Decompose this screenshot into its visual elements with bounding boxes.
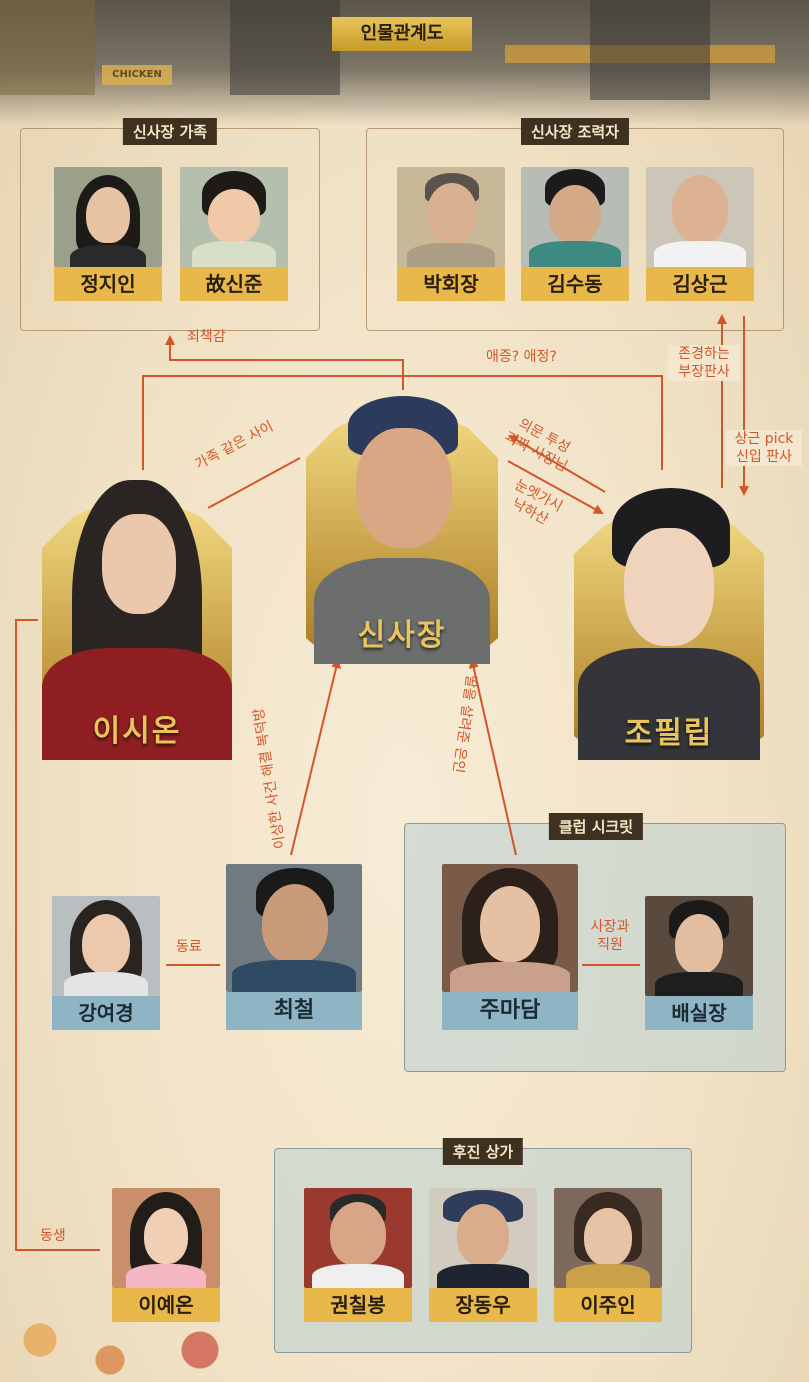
pick-label-line1: 상근 pick	[734, 431, 794, 447]
flower-decoration	[0, 1300, 260, 1382]
main-card-lee-sion[interactable]: 이시온	[42, 478, 232, 760]
person-card-kang-yeogyeong[interactable]: 강여경	[52, 896, 160, 1030]
person-name: 박회장	[397, 267, 505, 301]
helpers-group-title: 신사장 조력자	[520, 118, 630, 145]
boss-label: 사장과 직원	[585, 918, 635, 954]
person-card-kim-sudong[interactable]: 김수동	[521, 167, 629, 301]
suit	[578, 648, 760, 760]
pick-label-line2: 신입 판사	[736, 449, 792, 465]
jacket	[42, 648, 232, 760]
club-group-title: 클럽 시크릿	[548, 813, 644, 840]
person-card-lee-juin[interactable]: 이주인	[554, 1188, 662, 1322]
person-name: 김수동	[521, 267, 629, 301]
love-hate-line	[142, 375, 663, 470]
face	[624, 528, 714, 646]
page-title: 인물관계도	[332, 17, 472, 51]
person-card-kwon[interactable]: 권칠봉	[304, 1188, 412, 1322]
portrait	[397, 167, 505, 267]
respect-label-line1: 존경하는	[678, 346, 730, 362]
portrait	[180, 167, 288, 267]
main-name: 조필립	[624, 716, 714, 751]
sibling-label: 동생	[40, 1228, 66, 1244]
pick-label: 상근 pick 신입 판사	[726, 430, 802, 466]
family-group-title: 신사장 가족	[122, 118, 218, 145]
crush-line	[507, 460, 604, 514]
mystery-line	[290, 658, 341, 856]
family-like-line	[207, 457, 301, 509]
person-name: 배실장	[645, 996, 753, 1030]
portrait	[521, 167, 629, 267]
person-card-jumadam[interactable]: 주마담	[442, 864, 578, 1030]
portrait	[112, 1188, 220, 1288]
person-card-park[interactable]: 박회장	[397, 167, 505, 301]
person-name: 故신준	[180, 267, 288, 301]
savior-line	[468, 658, 517, 856]
person-name: 주마담	[442, 992, 578, 1030]
person-name: 최철	[226, 992, 362, 1030]
back-group-title: 후진 상가	[442, 1138, 524, 1165]
chicken-sign: CHICKEN	[102, 65, 172, 85]
portrait	[304, 1188, 412, 1288]
portrait	[554, 1188, 662, 1288]
person-name: 권칠봉	[304, 1288, 412, 1322]
main-name: 이시온	[92, 714, 182, 749]
person-card-choi-cheol[interactable]: 최철	[226, 864, 362, 1030]
suspicious-line	[508, 434, 606, 493]
person-card-bae[interactable]: 배실장	[645, 896, 753, 1030]
boss-label-line2: 직원	[597, 937, 623, 953]
portrait	[226, 864, 362, 992]
shirt	[314, 558, 490, 664]
main-name: 신사장	[357, 618, 447, 653]
portrait	[429, 1188, 537, 1288]
portrait	[54, 167, 162, 267]
person-card-kim-sanggeun[interactable]: 김상근	[646, 167, 754, 301]
person-name: 김상근	[646, 267, 754, 301]
colleague-label: 동료	[176, 939, 202, 955]
person-card-jang[interactable]: 장동우	[429, 1188, 537, 1322]
sibling-line	[15, 619, 100, 1251]
love-hate-label: 애증? 애정?	[486, 349, 557, 365]
portrait	[442, 864, 578, 992]
portrait	[645, 896, 753, 996]
person-name: 정지인	[54, 267, 162, 301]
boss-label-line1: 사장과	[590, 919, 630, 935]
respect-label: 존경하는 부장판사	[668, 345, 740, 381]
face	[356, 428, 452, 548]
main-card-sinsajang[interactable]: 신사장	[306, 388, 498, 672]
face	[102, 514, 176, 614]
person-name: 장동우	[429, 1288, 537, 1322]
person-card-sin-jun[interactable]: 故신준	[180, 167, 288, 301]
main-card-jo-pilrip[interactable]: 조필립	[574, 488, 764, 760]
person-name: 강여경	[52, 996, 160, 1030]
portrait	[52, 896, 160, 996]
respect-label-line2: 부장판사	[678, 364, 730, 380]
guilt-label: 죄책감	[187, 329, 226, 345]
portrait	[646, 167, 754, 267]
person-card-jeong-jiin[interactable]: 정지인	[54, 167, 162, 301]
person-name: 이주인	[554, 1288, 662, 1322]
